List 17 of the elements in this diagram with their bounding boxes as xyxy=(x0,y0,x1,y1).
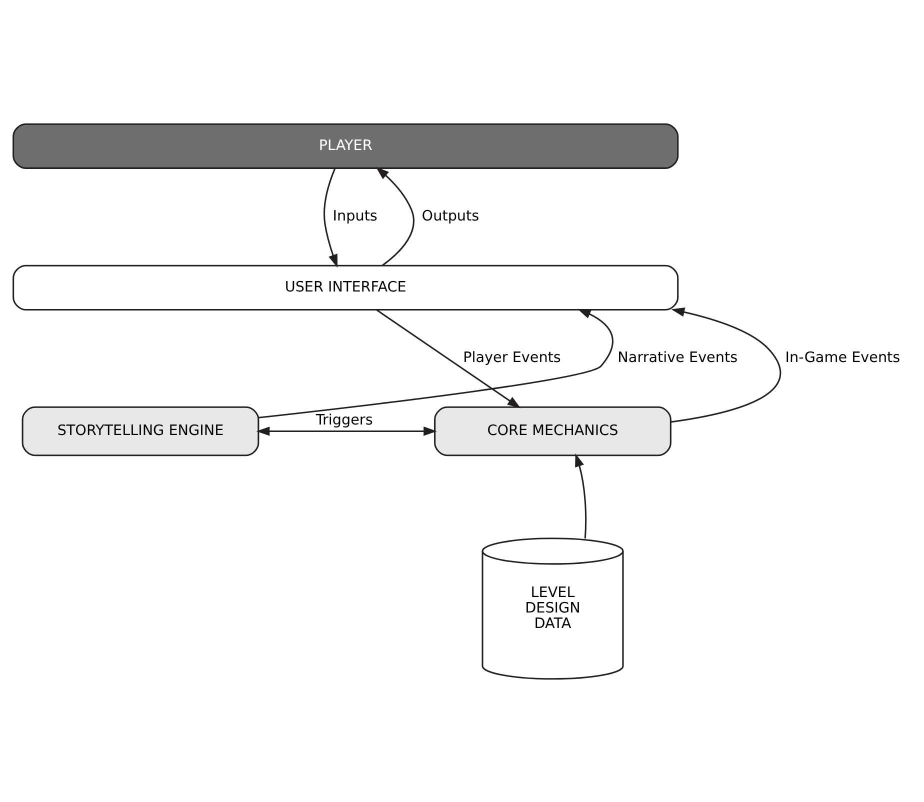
edge-label: Triggers xyxy=(315,412,372,428)
edge-label: Narrative Events xyxy=(617,350,738,366)
edge-label: In-Game Events xyxy=(784,350,900,366)
node-box: USER INTERFACE xyxy=(12,264,678,310)
edge-label: Player Events xyxy=(462,350,560,366)
edge-label: Inputs xyxy=(332,208,377,224)
node-box: PLAYER xyxy=(12,122,678,168)
arrow xyxy=(375,166,414,266)
arrow xyxy=(258,308,613,418)
node-box: STORYTELLING ENGINE xyxy=(21,406,259,456)
arrow xyxy=(574,452,586,538)
edge-label: Outputs xyxy=(421,208,479,224)
arrow xyxy=(256,426,436,436)
arrow xyxy=(376,308,520,408)
node-box: CORE MECHANICS xyxy=(434,406,671,456)
arrow xyxy=(323,168,338,268)
arrow xyxy=(670,307,780,422)
